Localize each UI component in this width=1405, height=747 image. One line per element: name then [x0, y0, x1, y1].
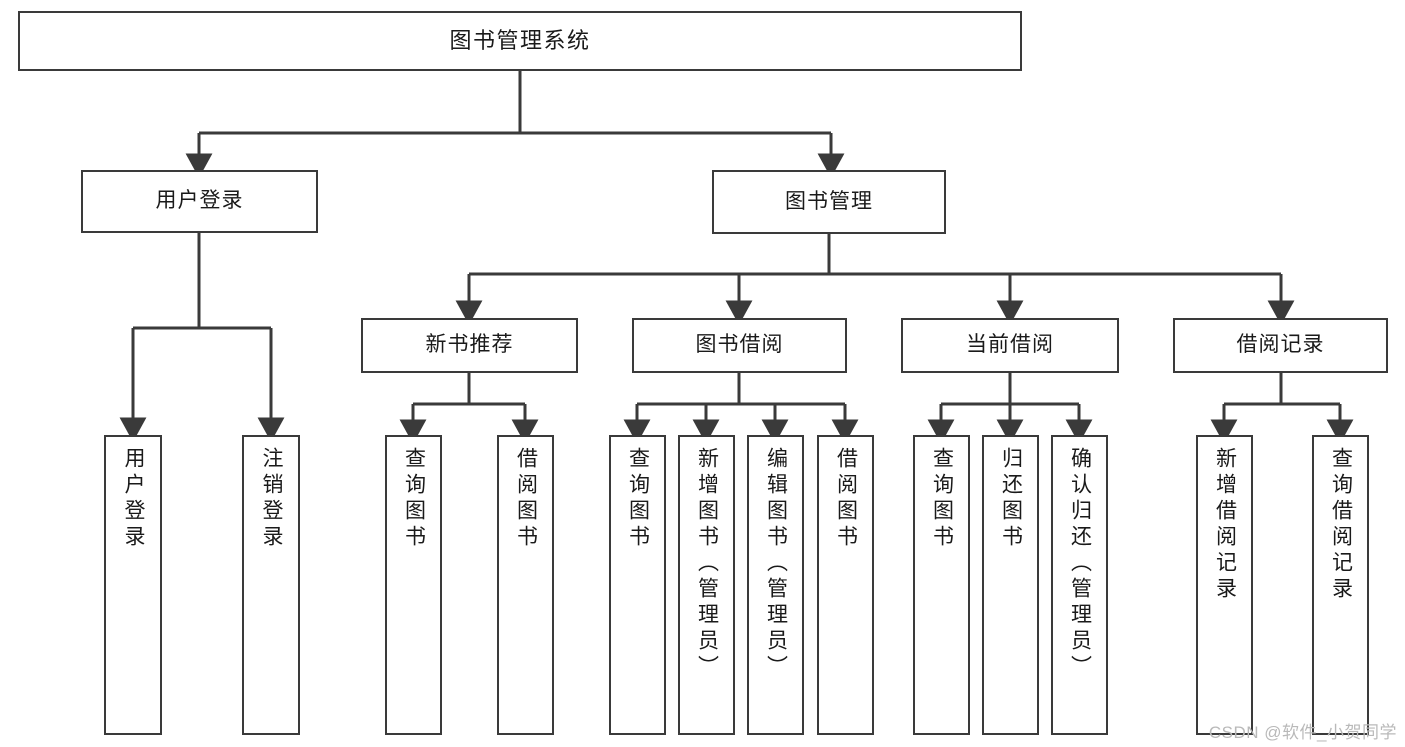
node-label: 查询图书 — [626, 447, 650, 551]
leaf-user-login-logout[interactable]: 注销登录 — [242, 435, 300, 735]
leaf-borrow-record-query[interactable]: 查询借阅记录 — [1312, 435, 1369, 735]
node-root-system[interactable]: 图书管理系统 — [18, 11, 1022, 71]
node-label: 新增图书（管理员） — [695, 447, 719, 681]
node-label: 图书管理系统 — [449, 28, 591, 54]
leaf-new-book-borrow[interactable]: 借阅图书 — [497, 435, 554, 735]
leaf-new-book-query[interactable]: 查询图书 — [385, 435, 442, 735]
leaf-user-login-login[interactable]: 用户登录 — [104, 435, 162, 735]
watermark-text: CSDN @软件_小贺同学 — [1208, 723, 1397, 742]
node-label: 确认归还（管理员） — [1068, 447, 1092, 681]
node-book-borrow[interactable]: 图书借阅 — [632, 318, 847, 373]
node-label: 查询借阅记录 — [1329, 447, 1353, 603]
leaf-book-borrow-edit[interactable]: 编辑图书（管理员） — [747, 435, 804, 735]
node-user-login[interactable]: 用户登录 — [81, 170, 318, 233]
node-new-book-recommend[interactable]: 新书推荐 — [361, 318, 578, 373]
node-label: 注销登录 — [260, 447, 284, 551]
node-label: 新增借阅记录 — [1213, 447, 1237, 603]
node-label: 查询图书 — [402, 447, 426, 551]
leaf-current-borrow-return[interactable]: 归还图书 — [982, 435, 1039, 735]
leaf-book-borrow-borrow[interactable]: 借阅图书 — [817, 435, 874, 735]
node-label: 借阅记录 — [1236, 333, 1325, 357]
node-label: 图书管理 — [785, 189, 873, 213]
node-label: 图书借阅 — [695, 333, 784, 357]
node-label: 借阅图书 — [834, 447, 858, 551]
node-label: 新书推荐 — [425, 333, 514, 357]
leaf-current-borrow-confirm-return[interactable]: 确认归还（管理员） — [1051, 435, 1108, 735]
node-book-management[interactable]: 图书管理 — [712, 170, 946, 234]
node-label: 查询图书 — [930, 447, 954, 551]
node-label: 用户登录 — [155, 189, 244, 213]
leaf-current-borrow-query[interactable]: 查询图书 — [913, 435, 970, 735]
node-label: 归还图书 — [999, 447, 1023, 551]
leaf-borrow-record-add[interactable]: 新增借阅记录 — [1196, 435, 1253, 735]
node-label: 当前借阅 — [966, 333, 1054, 357]
node-current-borrow[interactable]: 当前借阅 — [901, 318, 1119, 373]
node-label: 编辑图书（管理员） — [764, 447, 788, 681]
node-label: 借阅图书 — [514, 447, 538, 551]
leaf-book-borrow-query[interactable]: 查询图书 — [609, 435, 666, 735]
node-label: 用户登录 — [122, 447, 146, 551]
node-borrow-record[interactable]: 借阅记录 — [1173, 318, 1388, 373]
leaf-book-borrow-add[interactable]: 新增图书（管理员） — [678, 435, 735, 735]
